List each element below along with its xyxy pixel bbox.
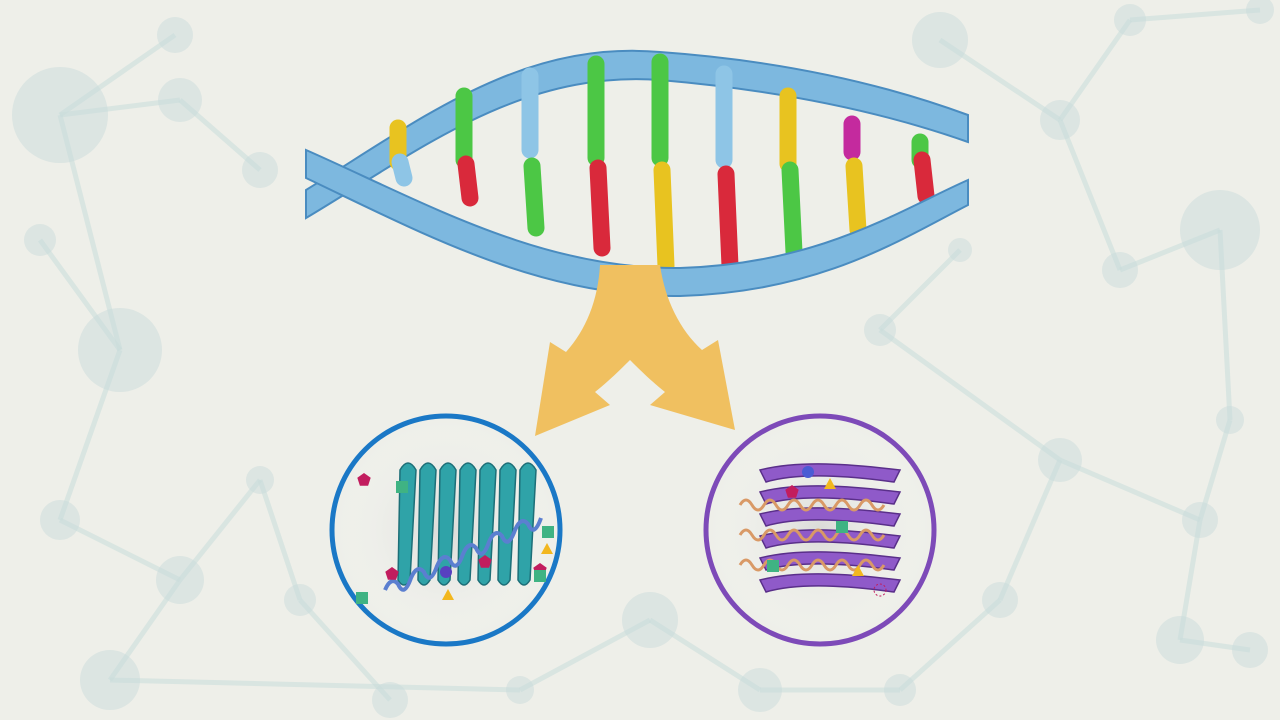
- network-atom: [506, 676, 534, 704]
- network-bond: [109, 677, 521, 693]
- network-atom: [78, 308, 162, 392]
- network-atom: [1156, 616, 1204, 664]
- beta-strand: [417, 462, 437, 586]
- molecule-triangle: [852, 565, 864, 576]
- protein-folded-structure-icon: [703, 413, 937, 647]
- network-atom: [912, 12, 968, 68]
- alpha-helix: [383, 517, 543, 592]
- base-bottom: [589, 159, 611, 257]
- base-pair: [455, 87, 479, 207]
- network-bond: [878, 327, 1062, 463]
- base-pair: [715, 65, 739, 275]
- network-bond: [298, 598, 392, 702]
- network-bond: [997, 459, 1063, 601]
- molecule-dot: [440, 566, 452, 578]
- network-atom: [246, 466, 274, 494]
- dna-base-pairs: [389, 53, 935, 275]
- network-atom: [242, 152, 278, 188]
- molecule-square: [542, 526, 554, 538]
- network-bond: [257, 479, 303, 601]
- base-pair: [843, 115, 867, 239]
- network-atom: [24, 224, 56, 256]
- network-atom: [864, 314, 896, 346]
- network-atom: [738, 668, 782, 712]
- protein-beta-sheet-icon: [329, 413, 563, 647]
- network-atom: [1180, 190, 1260, 270]
- base-pair: [779, 87, 803, 261]
- network-atom: [1216, 406, 1244, 434]
- molecule-triangle: [442, 589, 454, 600]
- network-bond: [878, 248, 962, 332]
- molecule-square: [534, 570, 546, 582]
- network-atom: [157, 17, 193, 53]
- alpha-helix: [738, 528, 886, 542]
- network-atom: [1038, 438, 1082, 482]
- alpha-helix: [738, 558, 886, 572]
- alpha-helix: [738, 498, 886, 512]
- molecule-square: [836, 521, 848, 533]
- base-bottom: [523, 157, 545, 237]
- base-pair: [651, 53, 675, 275]
- network-atom: [80, 650, 140, 710]
- network-bond: [1057, 18, 1133, 122]
- network-bond: [898, 598, 1002, 692]
- beta-strand: [758, 573, 902, 593]
- base-pair: [521, 67, 545, 237]
- beta-strand: [437, 462, 457, 586]
- base-bottom: [781, 161, 803, 261]
- molecule-triangle: [824, 478, 836, 489]
- network-atom: [1040, 100, 1080, 140]
- base-pair: [587, 55, 611, 257]
- beta-strand: [758, 463, 902, 483]
- base-bottom: [653, 161, 675, 275]
- molecule-dot: [802, 466, 814, 478]
- base-bottom: [913, 151, 935, 205]
- molecule-pentagon: [385, 567, 399, 580]
- network-atom: [156, 556, 204, 604]
- base-bottom: [457, 155, 479, 207]
- molecule-square: [396, 481, 408, 493]
- beta-strand: [758, 551, 902, 571]
- molecule-square: [767, 560, 779, 572]
- background-molecule-network: [12, 0, 1274, 718]
- molecule-pentagon: [357, 473, 371, 486]
- split-arrow-icon: [535, 265, 735, 436]
- network-atom: [12, 67, 108, 163]
- network-atom: [40, 500, 80, 540]
- beta-strand: [497, 462, 517, 586]
- network-atom: [622, 592, 678, 648]
- network-atom: [1114, 4, 1146, 36]
- network-atom: [158, 78, 202, 122]
- network-atom: [1232, 632, 1268, 668]
- base-bottom: [391, 153, 413, 187]
- molecule-triangle: [541, 543, 553, 554]
- network-atom: [1246, 0, 1274, 24]
- network-bond: [1057, 119, 1123, 271]
- network-atom: [372, 682, 408, 718]
- molecule-ring: [873, 583, 887, 597]
- molecule-pentagon: [785, 485, 799, 498]
- network-atom: [982, 582, 1018, 618]
- network-bond: [1059, 457, 1201, 523]
- base-bottom: [845, 157, 867, 239]
- network-atom: [948, 238, 972, 262]
- network-atom: [1182, 502, 1218, 538]
- base-pair: [911, 133, 935, 205]
- base-pair: [389, 119, 413, 187]
- network-atom: [1102, 252, 1138, 288]
- network-atom: [284, 584, 316, 616]
- network-bond: [1129, 7, 1261, 23]
- dna-front-strand: [305, 148, 969, 298]
- network-atom: [884, 674, 916, 706]
- molecule-pentagon: [478, 555, 492, 568]
- base-bottom: [717, 165, 739, 275]
- molecule-square: [356, 592, 368, 604]
